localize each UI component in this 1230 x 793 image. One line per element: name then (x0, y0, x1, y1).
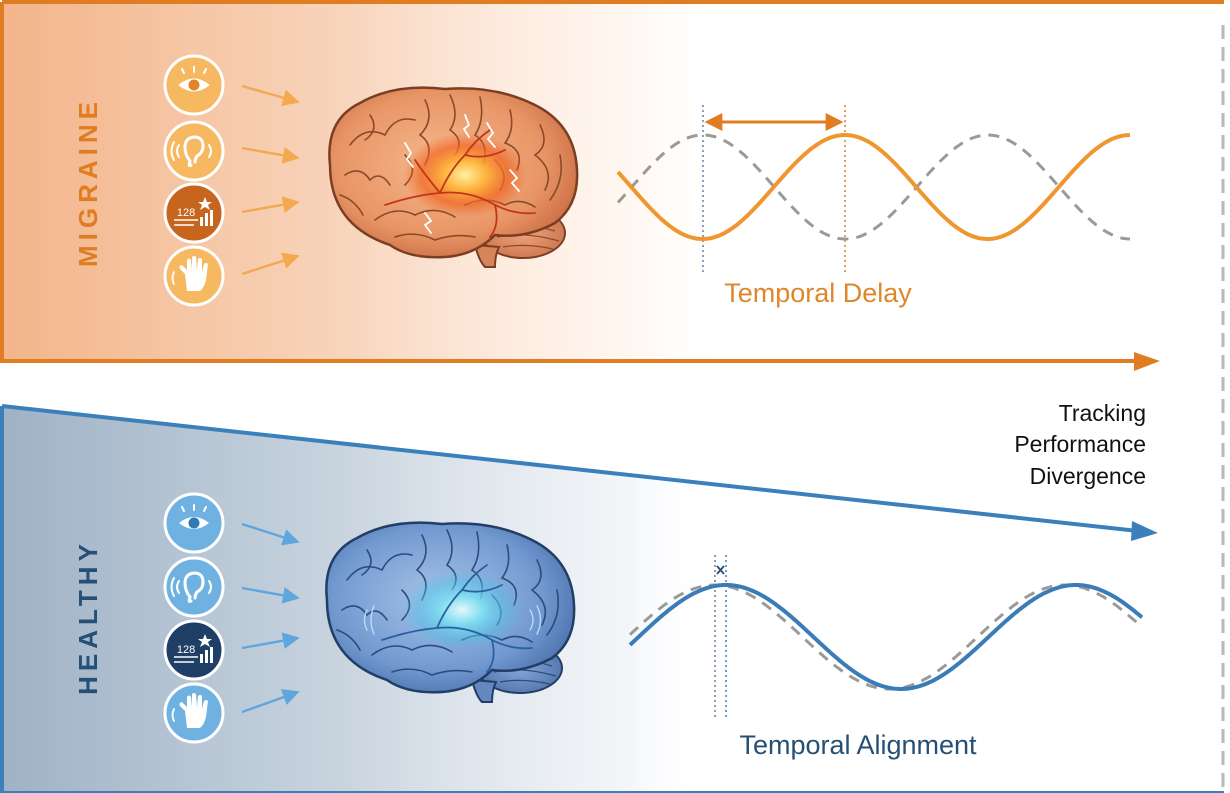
healthy-brain (325, 521, 576, 703)
ear-icon (163, 556, 225, 618)
healthy-input-arrows (241, 522, 300, 714)
migraine-label: MIGRAINE (73, 97, 103, 267)
divergence-label-line-1: Tracking (1059, 400, 1146, 426)
temporal-delay-label: Temporal Delay (724, 278, 912, 308)
migraine-panel: MIGRAINE 128 (0, 0, 1224, 371)
reference-wave (616, 133, 1131, 241)
migraine-wave-plot: Temporal Delay (616, 105, 1131, 308)
temporal-alignment-label: Temporal Alignment (739, 730, 977, 760)
counter-icon: 128 (163, 182, 225, 244)
migraine-stimuli: 128 (163, 54, 225, 307)
migraine-input-arrows (241, 84, 300, 276)
divergence-label: Tracking Performance Divergence (1014, 400, 1146, 489)
migraine-panel-border (0, 0, 1224, 363)
healthy-response-wave (628, 583, 1144, 691)
migraine-brain (328, 86, 579, 268)
divergence-label-line-3: Divergence (1030, 463, 1146, 489)
hand-icon (163, 682, 225, 744)
healthy-stimuli: 128 (163, 492, 225, 744)
healthy-panel: HEALTHY 128 (0, 404, 1224, 793)
healthy-panel-border (0, 404, 1224, 793)
migraine-panel-background (2, 2, 1222, 361)
migraine-timeline-arrowhead (1134, 352, 1160, 371)
healthy-timeline-arrowhead (1131, 521, 1158, 541)
migraine-response-wave (616, 133, 1131, 241)
divergence-label-line-2: Performance (1014, 431, 1146, 457)
counter-icon: 128 (163, 619, 225, 681)
hand-icon (163, 245, 225, 307)
counter-icon-text: 128 (177, 644, 195, 656)
ear-icon (163, 120, 225, 182)
alignment-cross-mark (716, 565, 725, 575)
healthy-label: HEALTHY (73, 539, 103, 695)
counter-icon-text: 128 (177, 207, 195, 219)
healthy-wave-plot: Temporal Alignment (628, 555, 1144, 760)
eye-icon (163, 492, 225, 554)
eye-icon (163, 54, 225, 116)
